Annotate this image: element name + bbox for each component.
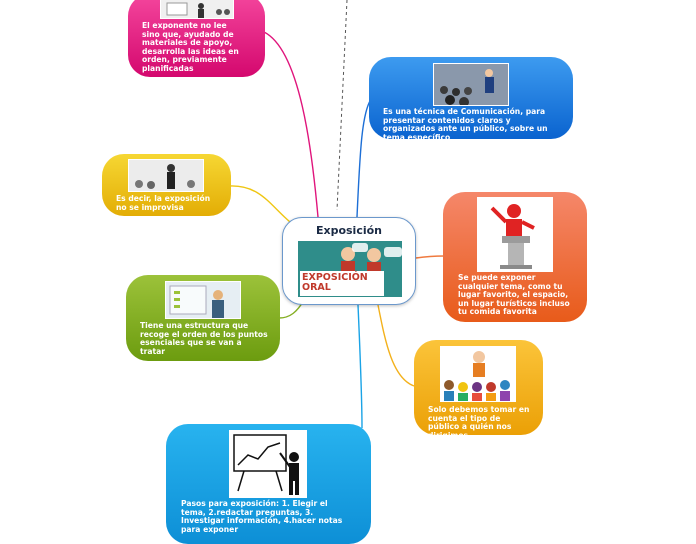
- node-bottom-text: Pasos para exposición: 1. Elegir el tema…: [181, 499, 343, 534]
- link-left-upper: [229, 185, 291, 223]
- node-left-lower-image: [165, 281, 241, 319]
- central-topic-node[interactable]: Exposición EXPOSICIÓN ORAL: [282, 217, 416, 305]
- node-top-left-text: El exponente no lee sino que, ayudado de…: [142, 21, 239, 73]
- node-right-middle[interactable]: Se puede exponer cualquier tema, como tu…: [443, 192, 587, 322]
- node-left-upper-text: Es decir, la exposición no se improvisa: [116, 194, 211, 212]
- link-right-middle: [415, 255, 445, 259]
- link-bottom-right: [377, 304, 415, 387]
- node-right-middle-text: Se puede exponer cualquier tema, como tu…: [458, 273, 570, 317]
- node-left-lower[interactable]: Tiene una estructura que recoge el orden…: [126, 275, 280, 361]
- exposicion-oral-label: EXPOSICIÓN ORAL: [302, 272, 368, 293]
- link-bottom: [357, 304, 363, 429]
- lectern-speaker-icon: [490, 204, 535, 269]
- node-top-left-image: [160, 0, 234, 19]
- node-bottom-right[interactable]: Solo debemos tomar en cuenta el tipo de …: [414, 340, 543, 435]
- link-top-right: [356, 97, 373, 218]
- node-left-lower-text: Tiene una estructura que recoge el orden…: [140, 321, 268, 356]
- central-topic-title: Exposición: [315, 224, 383, 237]
- node-left-upper-image: [128, 159, 204, 192]
- node-left-upper[interactable]: Es decir, la exposición no se improvisa: [102, 154, 231, 216]
- node-bottom[interactable]: Pasos para exposición: 1. Elegir el tema…: [166, 424, 371, 544]
- audience-icon: [434, 64, 508, 105]
- node-top-right-image: [433, 63, 509, 106]
- node-bottom-right-image: [440, 346, 516, 402]
- presenter-icon: [300, 243, 402, 296]
- link-top-left: [263, 31, 319, 218]
- children-audience-icon: [444, 351, 510, 401]
- node-bottom-image: [229, 430, 307, 498]
- node-top-right[interactable]: Es una técnica de Comunicación, para pre…: [369, 57, 573, 139]
- presenter-icon: [161, 0, 233, 18]
- node-top-right-text: Es una técnica de Comunicación, para pre…: [383, 107, 548, 139]
- node-bottom-right-text: Solo debemos tomar en cuenta el tipo de …: [428, 405, 530, 435]
- node-right-middle-image: [477, 197, 553, 272]
- node-top-left[interactable]: El exponente no lee sino que, ayudado de…: [128, 0, 265, 77]
- exposicion-oral-image: EXPOSICIÓN ORAL: [297, 240, 403, 298]
- presenter-icon: [129, 160, 203, 191]
- whiteboard-teacher-icon: [166, 282, 240, 318]
- chart-presenter-icon: [233, 434, 299, 495]
- dashed-parent-link: [336, 0, 348, 211]
